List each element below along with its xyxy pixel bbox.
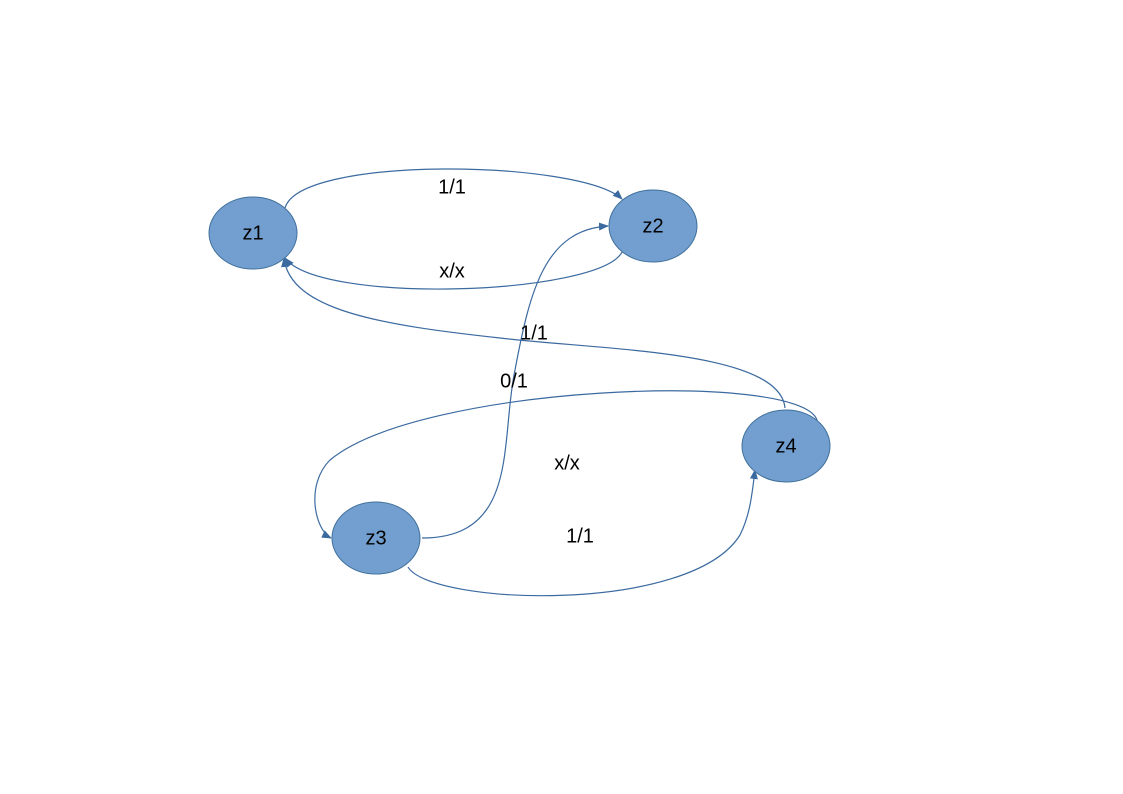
edge-label-z4-to-z1: 1/1	[520, 322, 548, 344]
edge-label-z4-to-z3: 0/1	[500, 370, 528, 392]
node-z1: z1	[208, 196, 298, 270]
edge-z2-to-z1	[284, 251, 623, 290]
edge-label-z3-to-z2: x/x	[554, 452, 580, 474]
node-z2: z2	[608, 189, 698, 263]
edge-label-z1-to-z2: 1/1	[438, 176, 466, 198]
edge-label-z2-to-z1: x/x	[439, 260, 465, 282]
node-z2-label: z2	[642, 215, 663, 237]
node-z4-shape	[741, 409, 831, 483]
edge-z1-to-z2	[284, 168, 623, 209]
edges	[281, 168, 818, 597]
edge-z3-to-z2	[421, 222, 609, 539]
edge-label-z3-to-z4: 1/1	[566, 525, 594, 547]
node-z2-shape	[608, 189, 698, 263]
nodes: z1 z2 z3 z4	[208, 189, 831, 575]
node-z4: z4	[741, 409, 831, 483]
node-z3: z3	[331, 501, 421, 575]
edge-z4-to-z1	[281, 257, 786, 409]
edge-z4-to-z3	[314, 390, 818, 539]
edge-labels: 1/1 x/x 1/1 0/1 x/x 1/1	[438, 176, 594, 547]
node-z1-label: z1	[242, 222, 263, 244]
node-z3-shape	[331, 501, 421, 575]
node-z1-shape	[208, 196, 298, 270]
edge-z3-to-z4	[407, 469, 758, 597]
node-z3-label: z3	[365, 527, 386, 549]
node-z4-label: z4	[775, 435, 796, 457]
